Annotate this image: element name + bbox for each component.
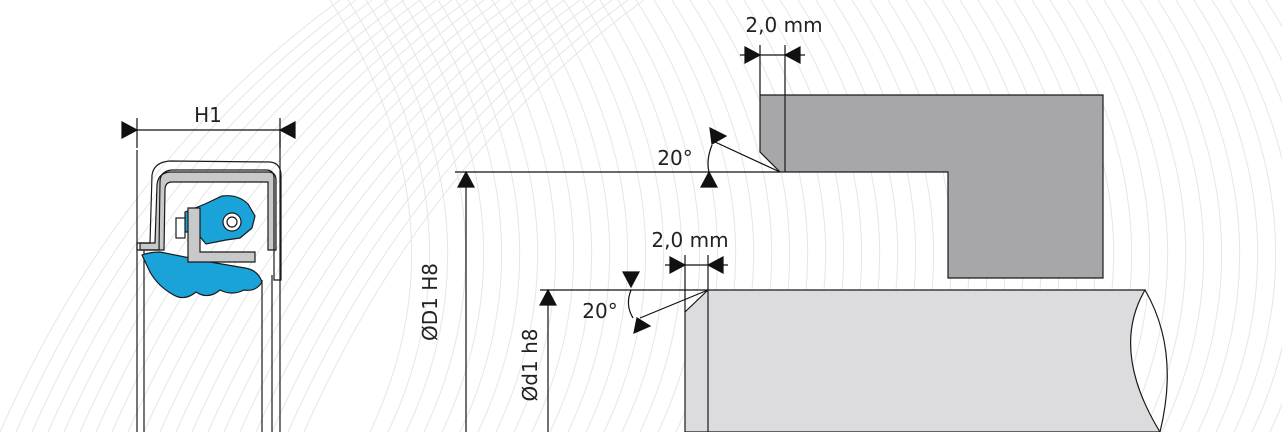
shaft-angle-dimension xyxy=(622,271,709,335)
housing-angle-arc xyxy=(707,144,713,173)
housing-angle-dimension xyxy=(700,126,781,188)
background-curve xyxy=(491,0,575,432)
background-curve xyxy=(599,0,683,432)
background-curve xyxy=(175,0,517,432)
housing-angle-leg xyxy=(714,141,781,173)
bore-diameter-dimension xyxy=(455,170,780,432)
background-curve xyxy=(207,0,549,432)
seal-cross-section xyxy=(136,130,282,432)
garter-spring xyxy=(222,212,242,232)
background-curve xyxy=(1193,0,1277,432)
background-curve xyxy=(303,0,645,432)
background-curve xyxy=(287,0,629,432)
background-curve xyxy=(95,0,437,432)
background-curve xyxy=(473,0,557,432)
inner-insert xyxy=(187,207,256,263)
h1-arrow-right xyxy=(278,121,296,139)
insert-notch xyxy=(175,217,186,239)
housing-chamfer-arrow-left xyxy=(744,46,762,64)
housing-chamfer-dimension xyxy=(740,45,805,95)
background-curve xyxy=(1211,0,1282,432)
background-curve xyxy=(47,0,389,432)
background-curve xyxy=(329,0,413,432)
background-curve xyxy=(1229,0,1282,432)
background-curve xyxy=(383,0,467,432)
background-curve xyxy=(581,0,665,432)
shaft-diameter-dimension xyxy=(539,288,708,432)
background-curve xyxy=(79,0,421,432)
h1-dimension xyxy=(121,118,296,148)
background-curve xyxy=(617,0,701,432)
shaft-chamfer-arrow-right xyxy=(706,256,724,274)
rubber-shell xyxy=(136,160,282,281)
background-curve xyxy=(271,0,613,432)
background-curve xyxy=(31,0,373,432)
background-curve xyxy=(563,0,647,432)
shaft-angle-arc xyxy=(627,289,634,319)
background-curve xyxy=(1157,0,1241,432)
housing-angle-arrow-top xyxy=(709,126,728,145)
background-curve xyxy=(0,0,341,432)
bore-arrow xyxy=(457,170,475,188)
metal-casing xyxy=(139,171,277,251)
background-curve xyxy=(527,0,611,432)
shaft-chamfer-arrow-left xyxy=(669,256,687,274)
background-curve xyxy=(239,0,581,432)
background-curve xyxy=(191,0,533,432)
background-curve xyxy=(509,0,593,432)
background-curve xyxy=(1139,0,1223,432)
background-curve xyxy=(1175,0,1259,432)
seal-lip-upper xyxy=(184,195,256,245)
background-curve xyxy=(127,0,469,432)
h1-arrow-left xyxy=(121,121,139,139)
shaft-angle-arrow-bottom xyxy=(633,317,652,335)
seal-lip-main xyxy=(141,251,263,299)
shaft-diameter-label: Ød1 h8 xyxy=(518,329,542,402)
shaft-body xyxy=(684,289,1161,432)
housing-block xyxy=(759,94,1104,279)
background-curve xyxy=(63,0,405,432)
background-curve xyxy=(223,0,565,432)
background-curve xyxy=(365,0,449,432)
h1-label: H1 xyxy=(194,103,222,127)
background-curve xyxy=(437,0,521,432)
background-curve xyxy=(1121,0,1205,432)
background-curve xyxy=(545,0,629,432)
housing-angle-arrow-bottom xyxy=(700,170,718,188)
background-curve xyxy=(347,0,431,432)
shaft-angle-label: 20° xyxy=(582,299,617,323)
background-curve xyxy=(111,0,453,432)
background-curve xyxy=(159,0,501,432)
housing-chamfer-label: 2,0 mm xyxy=(745,13,822,37)
bore-diameter-label: ØD1 H8 xyxy=(418,263,442,341)
shaft-angle-arrow-top xyxy=(622,271,640,289)
background-curve xyxy=(1085,0,1169,432)
shaft-angle-leg xyxy=(639,289,709,319)
shaft-break-line xyxy=(1144,289,1168,432)
garter-spring-inner xyxy=(226,216,238,228)
shaft-arrow xyxy=(539,288,557,306)
background-curve xyxy=(401,0,485,432)
background-curve xyxy=(143,0,485,432)
background-curve xyxy=(255,0,597,432)
shaft-chamfer-dimension xyxy=(665,255,728,312)
housing-angle-label: 20° xyxy=(657,146,692,170)
background-curve xyxy=(419,0,503,432)
housing-chamfer-arrow-right xyxy=(783,46,801,64)
shaft-chamfer-label: 2,0 mm xyxy=(651,228,728,252)
